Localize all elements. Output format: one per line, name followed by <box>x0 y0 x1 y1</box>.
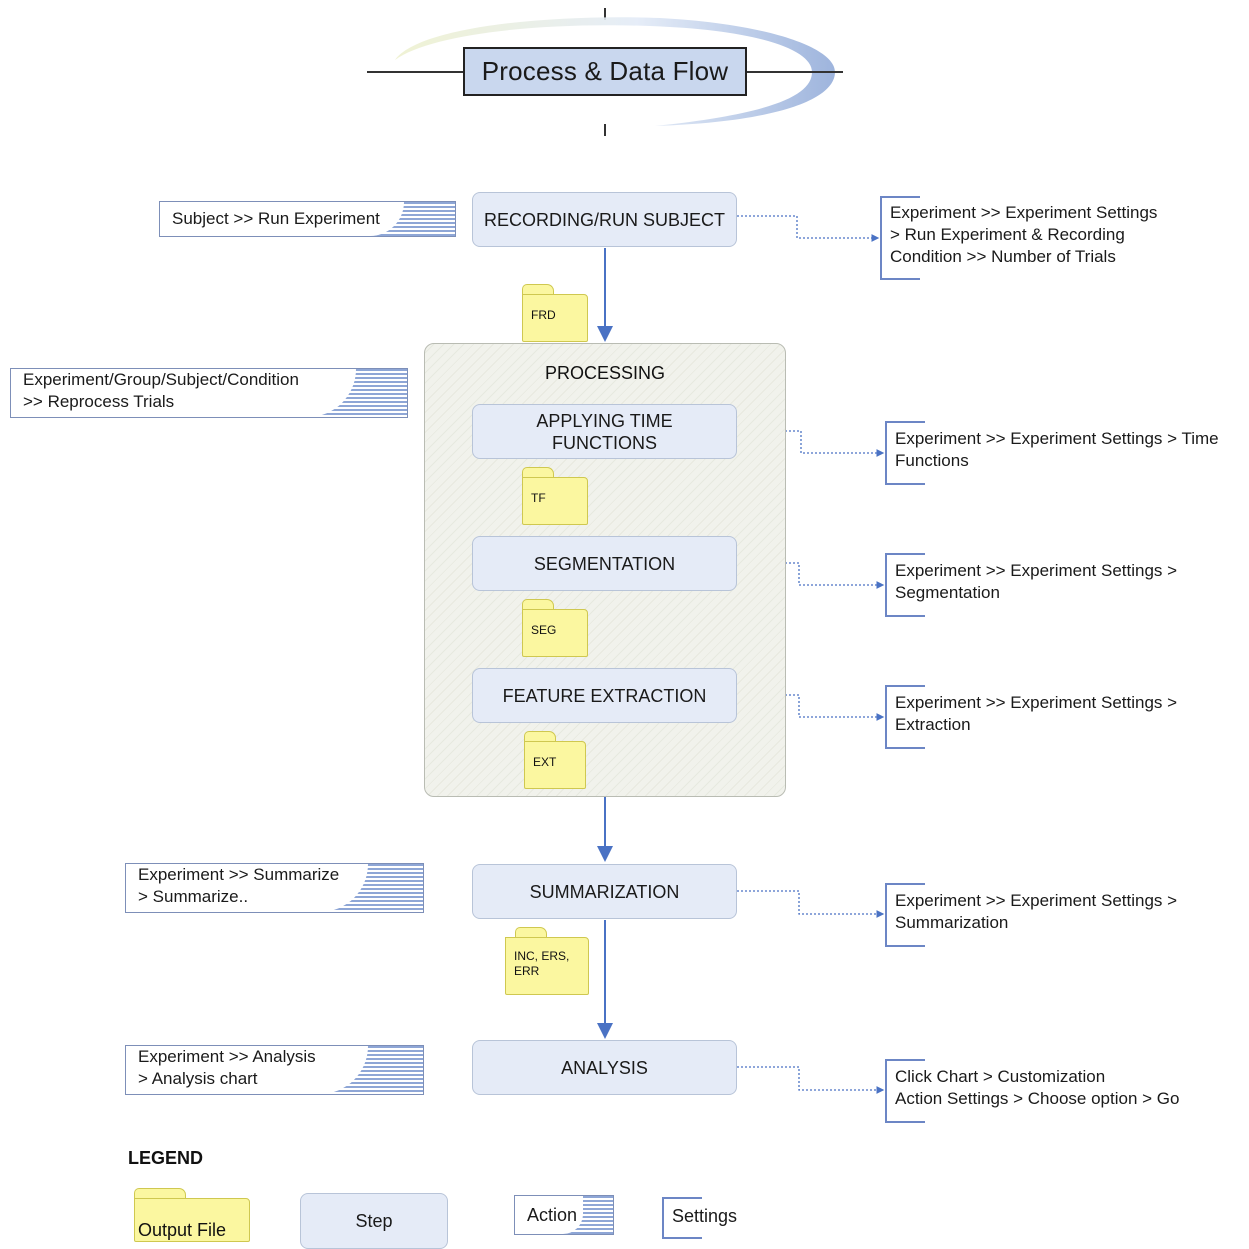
settings-line: Experiment >> Experiment Settings > <box>895 891 1178 910</box>
output-file-inc: INC, ERS, ERR <box>505 927 589 995</box>
legend-action-label: Action <box>527 1205 578 1225</box>
settings-analysis: Click Chart > Customization Action Setti… <box>885 1059 1179 1123</box>
settings-line: Summarization <box>895 913 1009 932</box>
settings-line: Experiment >> Experiment Settings > Time <box>895 429 1219 448</box>
action-label-line1: Experiment/Group/Subject/Condition <box>23 370 299 389</box>
settings-line: Segmentation <box>895 583 1000 602</box>
settings-line: Experiment >> Experiment Settings > <box>895 561 1178 580</box>
title-decoration <box>367 8 843 136</box>
diagram-title: Process & Data Flow <box>463 47 747 96</box>
step-time-functions: APPLYING TIME FUNCTIONS <box>472 404 737 459</box>
legend-settings: Settings <box>662 1197 737 1239</box>
legend-step-label: Step <box>355 1211 393 1231</box>
action-summarize: Experiment >> Summarize > Summarize.. <box>125 863 424 913</box>
output-file-label: SEG <box>531 623 557 637</box>
settings-line: Action Settings > Choose option > Go <box>895 1089 1180 1108</box>
action-label-line1: Experiment >> Analysis <box>138 1047 316 1066</box>
output-file-frd: FRD <box>522 284 588 342</box>
processing-label: PROCESSING <box>544 363 666 383</box>
settings-recording: Experiment >> Experiment Settings > Run … <box>880 196 1157 280</box>
action-analysis: Experiment >> Analysis > Analysis chart <box>125 1045 424 1095</box>
action-label-line2: > Summarize.. <box>138 887 249 906</box>
action-reprocess: Experiment/Group/Subject/Condition >> Re… <box>10 368 408 418</box>
legend-output-file-label: Output File <box>138 1220 227 1240</box>
settings-time-functions: Experiment >> Experiment Settings > Time… <box>885 421 1219 485</box>
action-label: Subject >> Run Experiment <box>172 209 380 228</box>
action-run-experiment: Subject >> Run Experiment <box>159 201 456 237</box>
step-analysis: ANALYSIS <box>472 1040 737 1095</box>
legend-step: Step <box>300 1193 448 1249</box>
action-label-line2: > Analysis chart <box>138 1069 258 1088</box>
settings-line: Experiment >> Experiment Settings > <box>895 693 1178 712</box>
legend-action: Action <box>514 1195 614 1235</box>
output-file-ext: EXT <box>524 731 586 789</box>
output-file-seg: SEG <box>522 599 588 657</box>
settings-extraction: Experiment >> Experiment Settings > Extr… <box>885 685 1177 749</box>
settings-line: Condition >> Number of Trials <box>890 247 1116 266</box>
step-segmentation: SEGMENTATION <box>472 536 737 591</box>
settings-summarization: Experiment >> Experiment Settings > Summ… <box>885 883 1177 947</box>
step-feature-extraction: FEATURE EXTRACTION <box>472 668 737 723</box>
settings-line: Functions <box>895 451 969 470</box>
legend-settings-label: Settings <box>672 1206 738 1226</box>
settings-segmentation: Experiment >> Experiment Settings > Segm… <box>885 553 1177 617</box>
output-file-label: TF <box>531 491 546 505</box>
action-label-line2: >> Reprocess Trials <box>23 392 175 411</box>
action-label-line1: Experiment >> Summarize <box>138 865 340 884</box>
settings-line: > Run Experiment & Recording <box>890 225 1125 244</box>
settings-line: Click Chart > Customization <box>895 1067 1106 1086</box>
output-file-label: INC, ERS, ERR <box>514 949 570 978</box>
output-file-label: EXT <box>533 755 557 769</box>
output-file-label: FRD <box>531 308 556 322</box>
legend-output-file: Output File <box>134 1188 250 1242</box>
step-recording: RECORDING/RUN SUBJECT <box>472 192 737 247</box>
step-summarization: SUMMARIZATION <box>472 864 737 919</box>
settings-line: Extraction <box>895 715 971 734</box>
legend-title: LEGEND <box>128 1148 204 1168</box>
settings-line: Experiment >> Experiment Settings <box>890 203 1158 222</box>
output-file-tf: TF <box>522 467 588 525</box>
